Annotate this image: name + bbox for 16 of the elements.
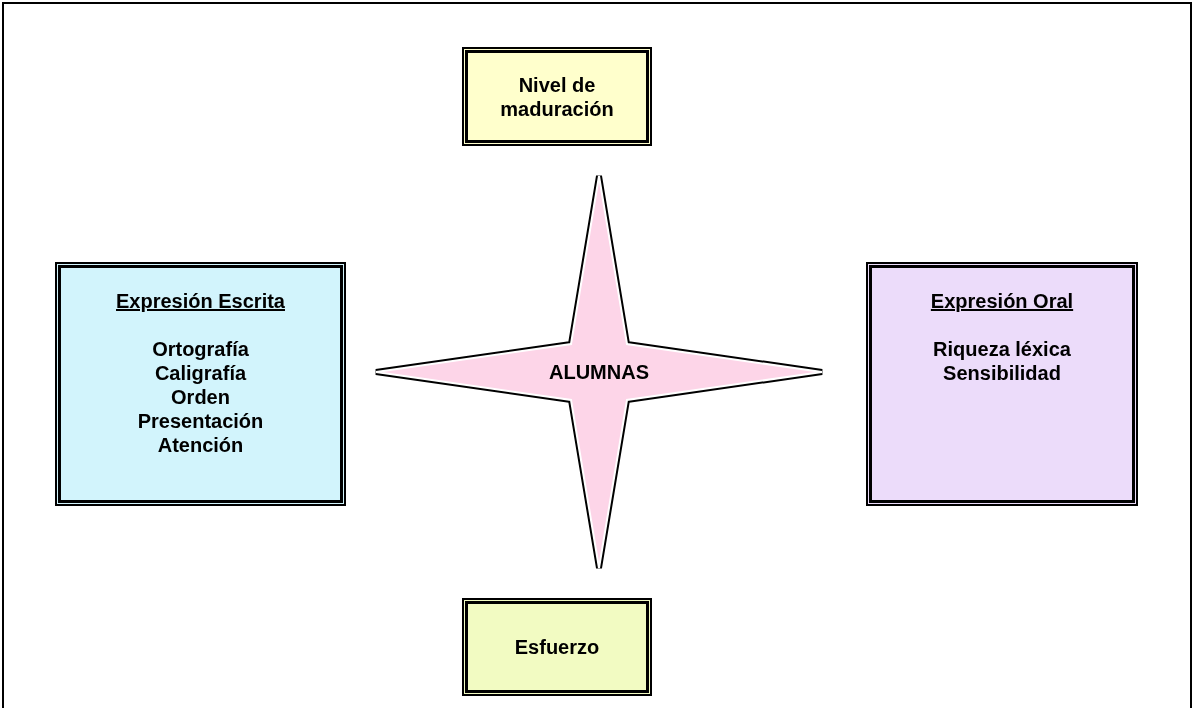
box-heading: Expresión Oral bbox=[930, 289, 1074, 313]
text-box bbox=[462, 598, 652, 696]
text-box bbox=[55, 262, 346, 506]
list-item: Presentación bbox=[137, 409, 264, 433]
text-box bbox=[866, 262, 1138, 506]
box-label: Nivel de maduración bbox=[499, 72, 615, 121]
list-item: Atención bbox=[157, 433, 244, 457]
list-item: Riqueza léxica bbox=[933, 337, 1071, 361]
text-box bbox=[462, 47, 652, 146]
list-item: Sensibilidad bbox=[943, 361, 1061, 385]
star-label: ALUMNAS bbox=[549, 360, 649, 384]
box-label: Esfuerzo bbox=[514, 635, 600, 659]
list-item: Caligrafía bbox=[154, 361, 247, 385]
box-heading: Expresión Escrita bbox=[116, 289, 285, 313]
list-item: Orden bbox=[171, 385, 230, 409]
list-item: Ortografía bbox=[152, 337, 249, 361]
